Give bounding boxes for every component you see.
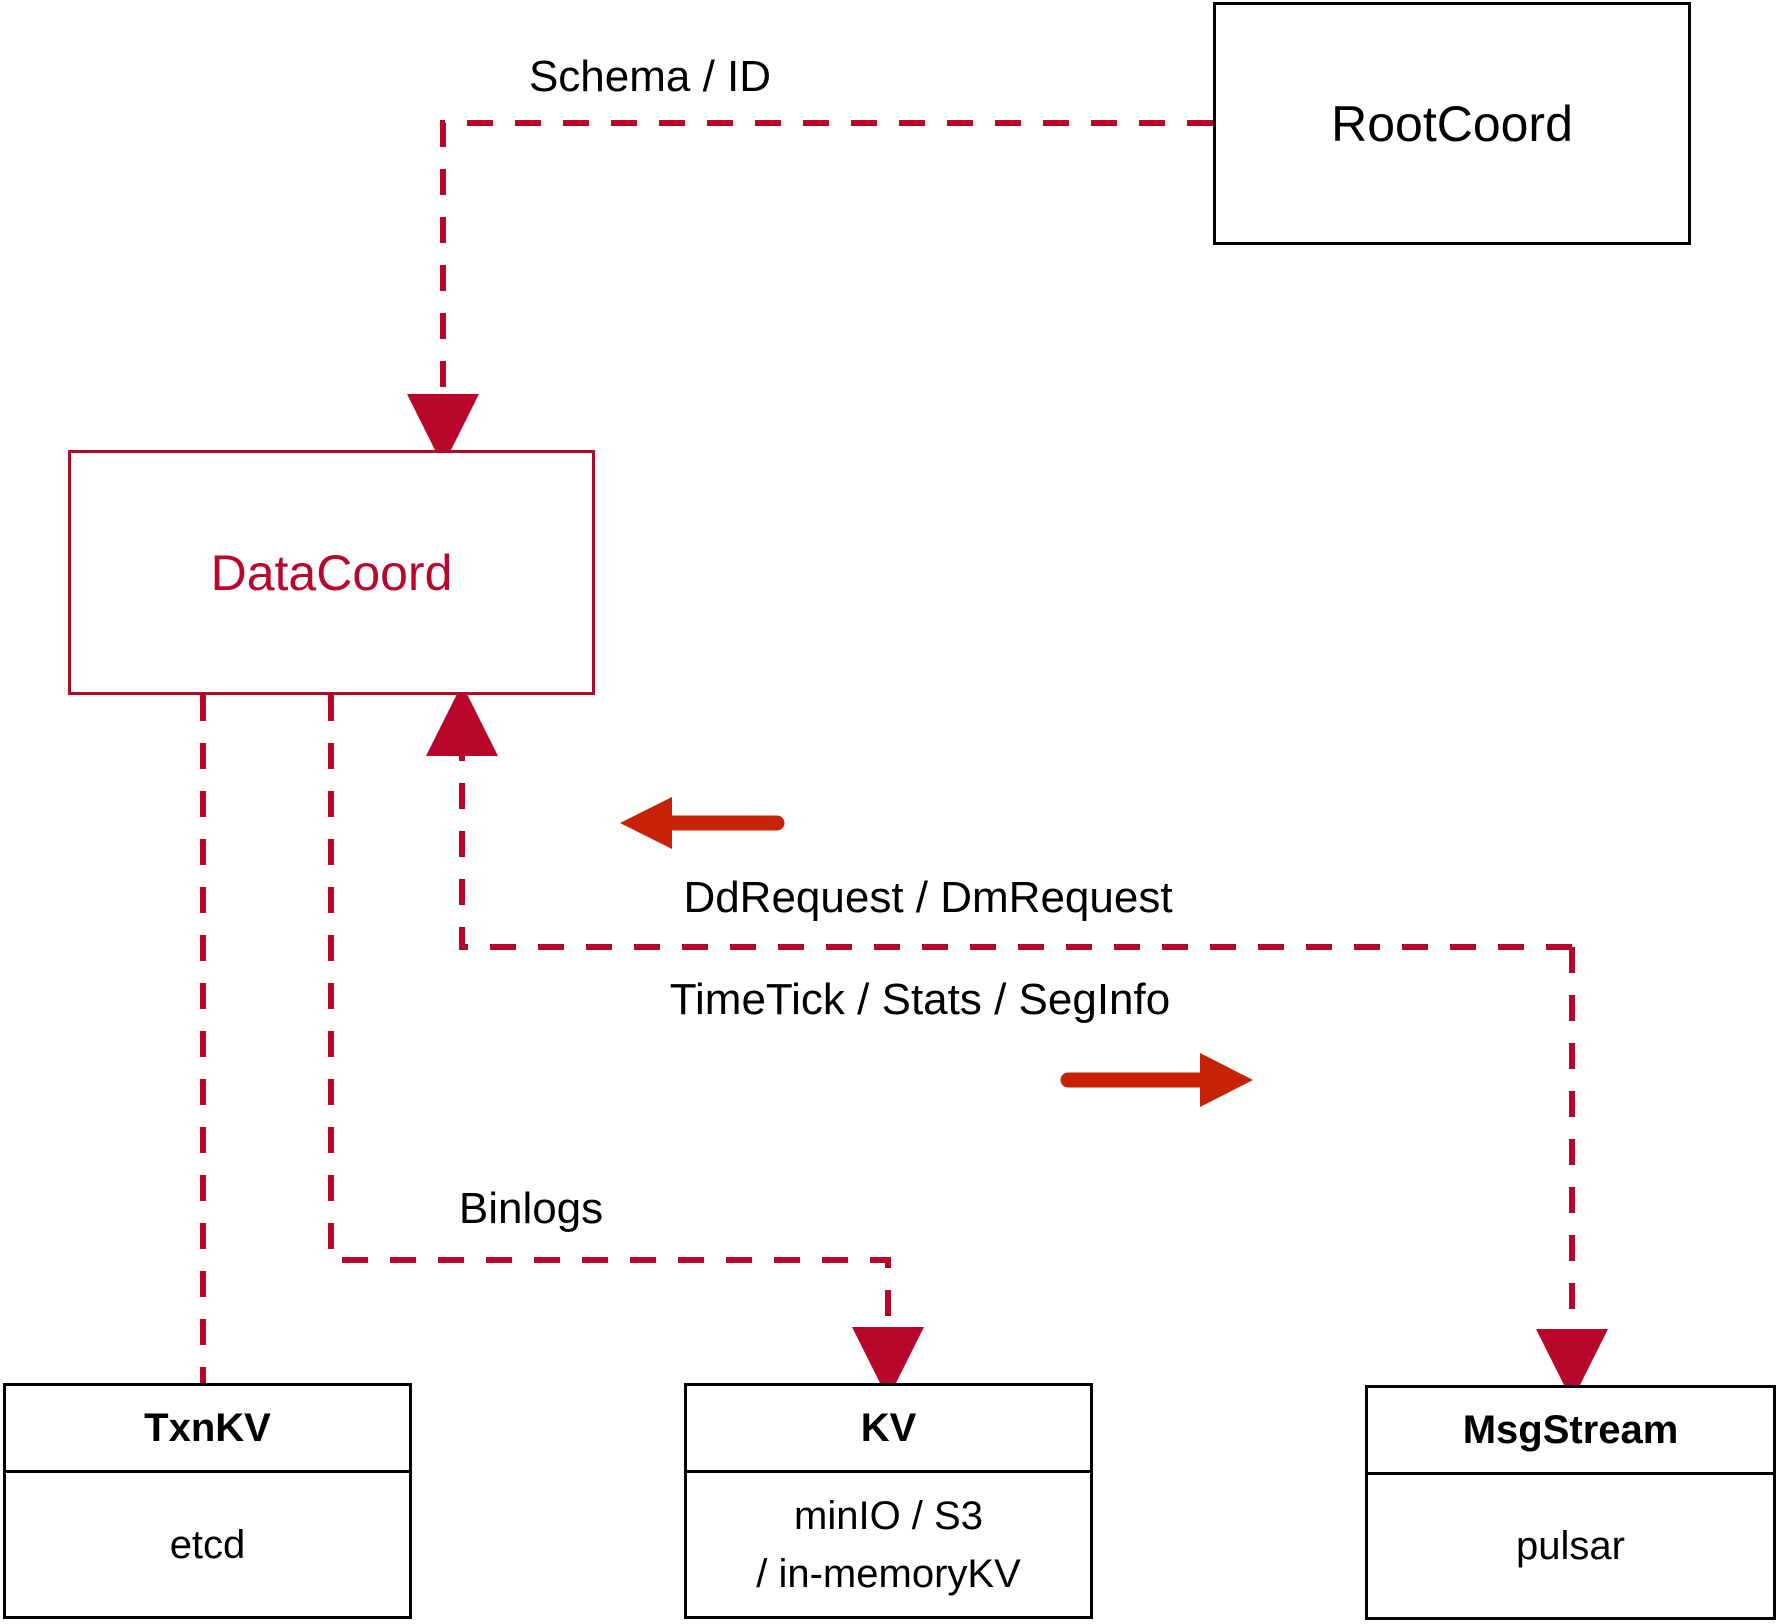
msgstream-line-1: pulsar (1516, 1524, 1625, 1568)
kv-line-1: minIO / S3 (794, 1493, 983, 1538)
edge-label-timetick-stats-seginfo: TimeTick / Stats / SegInfo (669, 975, 1171, 1024)
kv-line-2: / in-memoryKV (756, 1551, 1021, 1596)
msgstream-header: MsgStream (1368, 1388, 1773, 1475)
kv-header: KV (687, 1386, 1090, 1473)
txnkv-line-1: etcd (169, 1522, 246, 1567)
edge-label-schema-id: Schema / ID (528, 52, 772, 101)
kv-body: minIO / S3 / in-memoryKV (687, 1473, 1090, 1616)
node-msgstream[interactable]: MsgStream pulsar (1365, 1385, 1776, 1620)
msgstream-body: pulsar (1368, 1475, 1773, 1617)
edge-ddrequest-dmrequest (426, 684, 1572, 950)
node-rootcoord[interactable]: RootCoord (1213, 2, 1691, 245)
datacoord-label: DataCoord (210, 544, 453, 601)
edge-label-binlogs: Binlogs (458, 1184, 604, 1233)
node-txnkv[interactable]: TxnKV etcd (3, 1383, 412, 1619)
txnkv-body: etcd (6, 1473, 409, 1616)
rootcoord-label: RootCoord (1331, 95, 1573, 152)
direction-arrow-right (1060, 1053, 1253, 1107)
txnkv-header: TxnKV (6, 1386, 409, 1473)
node-kv[interactable]: KV minIO / S3 / in-memoryKV (684, 1383, 1093, 1619)
node-datacoord[interactable]: DataCoord (68, 450, 595, 695)
edge-label-ddrequest-dmrequest: DdRequest / DmRequest (683, 873, 1173, 922)
edge-binlogs (328, 695, 924, 1399)
edge-schema-id (407, 120, 1213, 466)
direction-arrow-left (620, 797, 785, 849)
